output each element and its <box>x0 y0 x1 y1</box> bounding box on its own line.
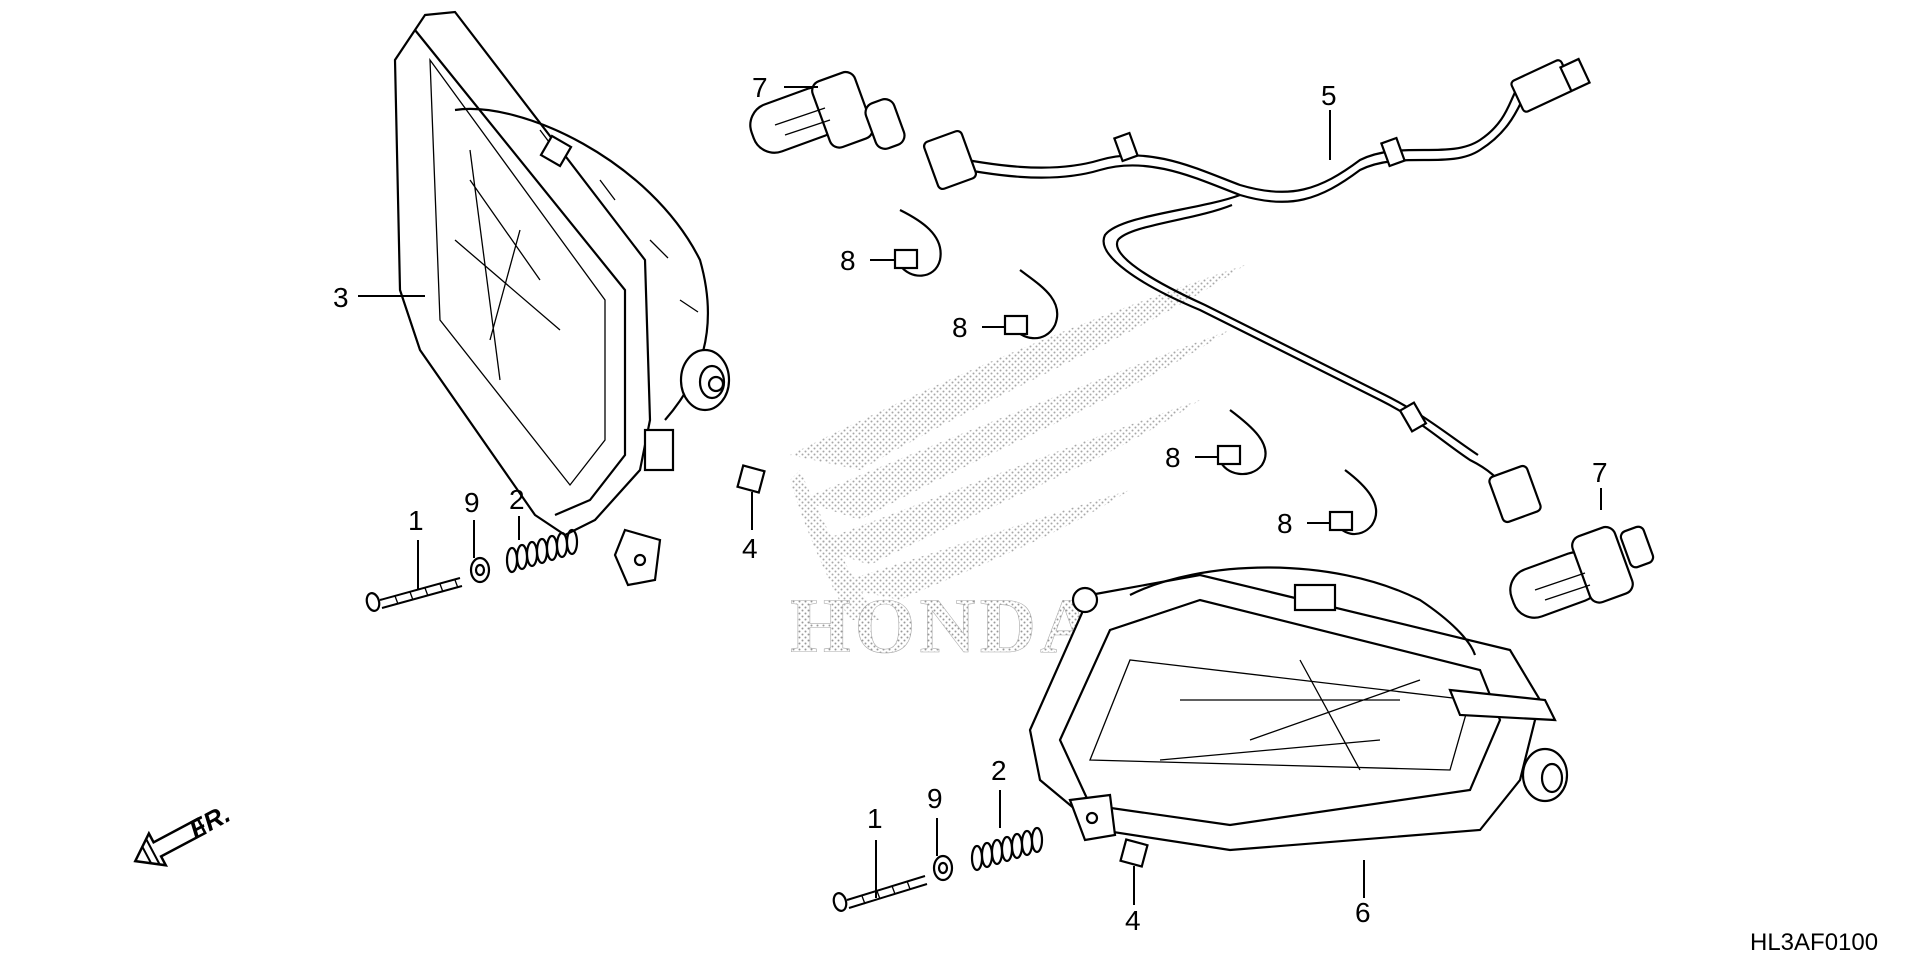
callout-bolt-right: 1 <box>867 803 883 834</box>
callout-clip-4: 8 <box>1277 508 1293 539</box>
callout-clip-2: 8 <box>952 312 968 343</box>
bolt-right <box>832 875 928 912</box>
washer-left <box>469 556 491 584</box>
callout-washer-right: 9 <box>927 783 943 814</box>
callout-clip-1: 8 <box>840 245 856 276</box>
washer-right <box>932 854 954 882</box>
callout-washer-left: 9 <box>464 487 480 518</box>
honda-wing-watermark <box>790 265 1245 620</box>
clip-3 <box>1216 409 1267 476</box>
callout-spring-right: 2 <box>991 755 1007 786</box>
callout-headlight-right: 6 <box>1355 897 1371 928</box>
callout-nut-lower: 4 <box>1125 905 1141 936</box>
callout-wire-harness: 5 <box>1321 80 1337 111</box>
callout-nut-upper: 4 <box>742 533 758 564</box>
honda-wordmark: HONDA <box>790 582 1100 669</box>
spring-right <box>970 826 1044 872</box>
bulb-upper <box>749 70 906 154</box>
bolt-left <box>365 577 463 612</box>
bulb-lower <box>1509 525 1655 619</box>
callout-bulb-lower: 7 <box>1592 457 1608 488</box>
clip-4 <box>1328 469 1378 536</box>
clip-1 <box>893 209 942 277</box>
callout-spring-left: 2 <box>509 484 525 515</box>
callout-clip-3: 8 <box>1165 442 1181 473</box>
headlight-left <box>393 10 731 587</box>
clip-2 <box>1003 269 1059 340</box>
nut-upper <box>736 464 766 494</box>
drawing-code: HL3AF0100 <box>1750 929 1878 956</box>
headlight-right <box>1028 566 1569 852</box>
wire-harness <box>922 57 1592 524</box>
front-direction-arrow <box>133 817 207 867</box>
nut-lower <box>1119 838 1149 868</box>
spring-left <box>505 528 579 574</box>
callout-bulb-upper: 7 <box>752 72 768 103</box>
leader-lines <box>358 86 1602 905</box>
callout-bolt-left: 1 <box>408 505 424 536</box>
callout-headlight-left: 3 <box>333 282 349 313</box>
